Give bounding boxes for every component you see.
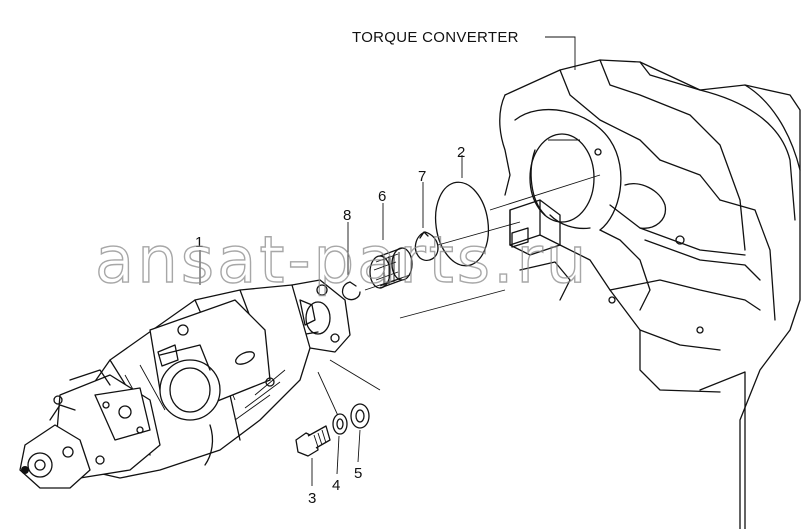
bolt-part xyxy=(295,425,331,486)
washer-4-part xyxy=(332,413,348,475)
title-leader-line xyxy=(545,36,576,70)
watermark-text: ansat-parts.ru xyxy=(95,224,589,298)
washer-5-part xyxy=(350,403,370,463)
callout-2: 2 xyxy=(457,144,465,161)
gasket-part xyxy=(434,155,490,267)
diagram-title: TORQUE CONVERTER xyxy=(352,29,519,46)
callout-4: 4 xyxy=(332,477,340,494)
callout-7: 7 xyxy=(418,168,426,185)
callout-3: 3 xyxy=(308,490,316,507)
snap-ring-7-part xyxy=(414,182,439,262)
torque-converter-housing xyxy=(499,59,801,529)
callout-1: 1 xyxy=(195,234,203,251)
snap-ring-8-part xyxy=(341,222,361,301)
callout-8: 8 xyxy=(343,207,351,224)
callout-6: 6 xyxy=(378,188,386,205)
needle-bearing-part xyxy=(369,203,413,289)
callout-5: 5 xyxy=(354,465,362,482)
assembly-centerlines xyxy=(317,174,601,421)
starter-motor-part xyxy=(19,250,351,489)
